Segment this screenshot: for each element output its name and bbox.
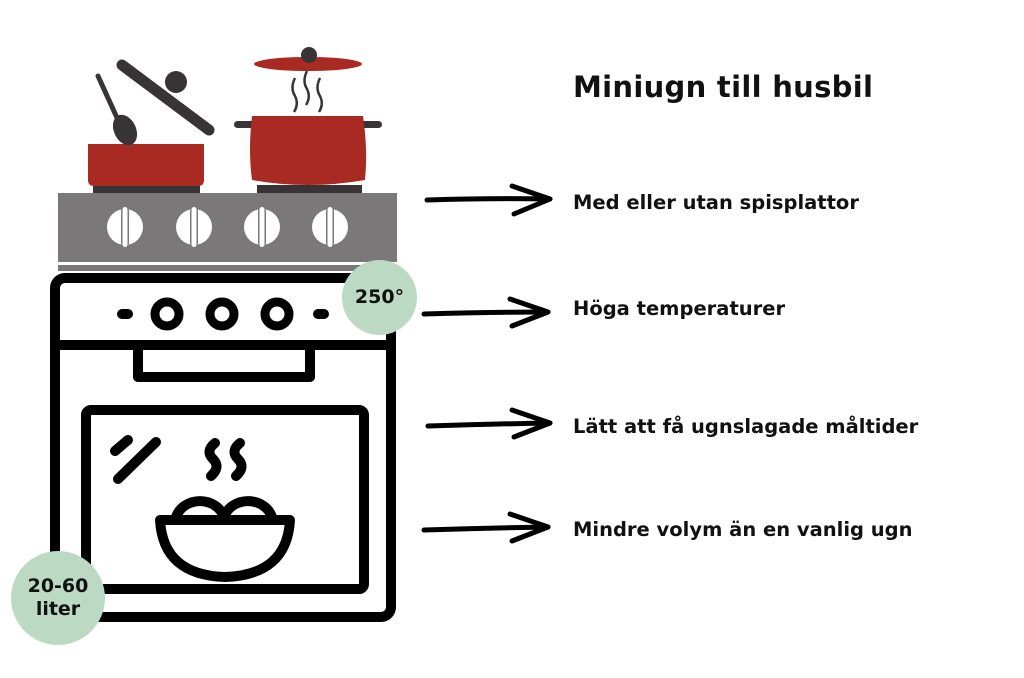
pot-icon bbox=[234, 47, 382, 193]
feature-item: Mindre volym än en vanlig ugn bbox=[573, 518, 913, 541]
volume-range: 20-60 bbox=[27, 575, 89, 598]
arrow-right-icon bbox=[421, 511, 551, 544]
arrow-right-icon bbox=[421, 296, 551, 329]
volume-badge: 20-60 liter bbox=[11, 551, 105, 645]
feature-item: Med eller utan spisplattor bbox=[573, 191, 859, 214]
arrows bbox=[421, 183, 553, 544]
stovetop bbox=[58, 193, 397, 271]
oven-body bbox=[50, 273, 396, 622]
feature-item: Höga temperaturer bbox=[573, 297, 786, 320]
volume-unit: liter bbox=[35, 598, 81, 620]
burner-knob-icon bbox=[244, 207, 280, 247]
temperature-badge: 250° bbox=[342, 260, 417, 335]
feature-item: Lätt att få ugnslagade måltider bbox=[573, 415, 919, 438]
page-title: Miniugn till husbil bbox=[573, 70, 874, 104]
temperature-value: 250° bbox=[354, 286, 405, 309]
pan-with-spoon-icon bbox=[88, 59, 215, 193]
burner-knob-icon bbox=[107, 207, 143, 247]
arrow-right-icon bbox=[425, 407, 553, 440]
burner-knob-icon bbox=[312, 207, 348, 247]
burner-knob-icon bbox=[176, 207, 212, 247]
arrow-right-icon bbox=[424, 183, 553, 217]
